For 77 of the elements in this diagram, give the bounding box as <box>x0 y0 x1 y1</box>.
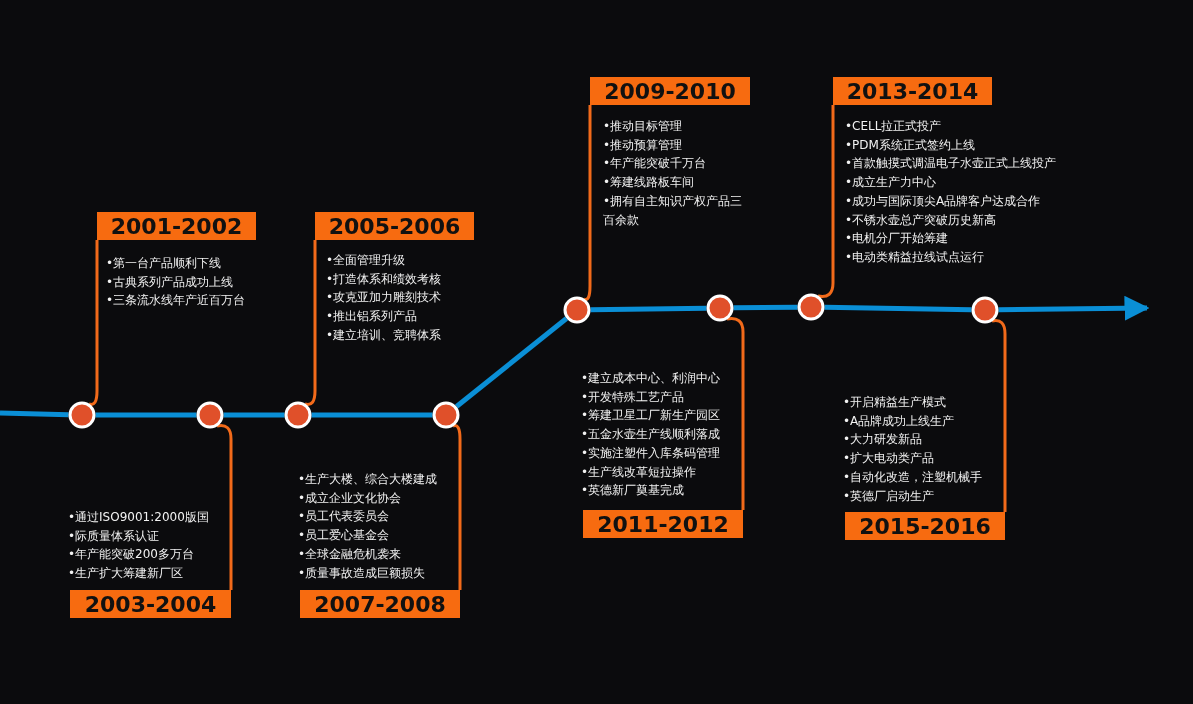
leader-line <box>991 319 1007 512</box>
bullet-item: •生产线改革短拉操作 <box>581 463 698 481</box>
bullet-item: •年产能突破200多万台 <box>68 546 195 564</box>
bullet-item: •首款触摸式调温电子水壶正式上线投产 <box>845 155 1057 173</box>
bullet-item: •英德新厂奠基完成 <box>581 482 686 500</box>
year-label: 2007-2008 <box>300 590 460 618</box>
bullet-item: •打造体系和绩效考核 <box>326 270 442 288</box>
bullet-item: •推出铝系列产品 <box>326 308 419 326</box>
leader-line <box>216 424 233 590</box>
milestone-dot <box>284 401 312 429</box>
bullet-item: •A品牌成功上线生产 <box>843 412 956 430</box>
milestone-dot <box>563 296 591 324</box>
bullet-item: •成功与国际顶尖A品牌客户达成合作 <box>845 192 1042 210</box>
bullet-item: •攻克亚加力雕刻技术 <box>326 289 442 307</box>
milestone-dot <box>797 293 825 321</box>
bullet-item: •五金水壶生产线顺利落成 <box>581 426 721 444</box>
leader-line <box>88 240 99 406</box>
bullet-item: •CELL拉正式投产 <box>845 118 943 135</box>
bullet-item: •全球金融危机袭来 <box>298 545 403 563</box>
year-label: 2009-2010 <box>590 77 750 105</box>
leader-line <box>726 317 745 510</box>
timeline-segment <box>223 412 285 418</box>
bullet-item: •成立生产力中心 <box>845 174 938 192</box>
bullet-item: •开启精益生产模式 <box>843 394 948 411</box>
bullet-item: •筹建卫星工厂新生产园区 <box>581 407 721 425</box>
bullet-item: •三条流水线年产近百万台 <box>106 292 246 310</box>
bullet-item: •成立企业文化协会 <box>298 489 403 507</box>
milestone-dot <box>196 401 224 429</box>
bullet-item: •生产大楼、综合大楼建成 <box>298 471 438 488</box>
leader-line <box>583 105 592 301</box>
year-label: 2005-2006 <box>315 212 474 240</box>
timeline-segment <box>95 412 197 418</box>
timeline-segment <box>454 316 569 409</box>
bullet-item: •生产扩大筹建新厂区 <box>68 565 185 583</box>
bullet-item: •际质量体系认证 <box>68 527 161 545</box>
timeline-segment <box>824 304 972 313</box>
bullet-item: •实施注塑件入库条码管理 <box>581 444 721 462</box>
bullet-item: •员工爱心基金会 <box>298 527 391 545</box>
milestone-dot <box>68 401 96 429</box>
bullet-item: •大力研发新品 <box>843 431 924 449</box>
bullet-item: •全面管理升级 <box>326 252 407 269</box>
bullet-item: •建立成本中心、利润中心 <box>581 370 721 387</box>
milestone-dot <box>971 296 999 324</box>
bullet-item: •不锈水壶总产突破历史新高 <box>845 211 998 229</box>
milestone-dot <box>432 401 460 429</box>
bullet-item: •质量事故造成巨额损失 <box>298 564 427 582</box>
bullet-item: •古典系列产品成功上线 <box>106 273 235 291</box>
leader-line <box>304 240 317 406</box>
bullet-item: •筹建线路板车间 <box>603 174 696 192</box>
bullet-item: •年产能突破千万台 <box>603 155 708 173</box>
year-label: 2011-2012 <box>583 510 743 538</box>
year-label: 2015-2016 <box>845 512 1005 540</box>
leader-line <box>817 105 835 298</box>
bullet-item: •电动类精益拉线试点运行 <box>845 248 986 266</box>
bullet-item: •第一台产品顺利下线 <box>106 255 223 272</box>
timeline-segment <box>733 304 798 311</box>
bullet-item: •英德厂启动生产 <box>843 487 936 505</box>
bullet-item: •建立培训、竞聘体系 <box>326 326 442 344</box>
timeline-arrow <box>998 295 1150 321</box>
bullet-item: •通过ISO9001:2000版国 <box>68 509 209 526</box>
bullet-item: •开发特殊工艺产品 <box>581 388 686 406</box>
timeline-segment <box>0 410 69 418</box>
timeline-segment <box>311 412 433 418</box>
timeline-segment <box>590 305 707 313</box>
milestone-dot <box>706 294 734 322</box>
year-label: 2001-2002 <box>97 212 256 240</box>
bullet-item: •PDM系统正式签约上线 <box>845 136 976 154</box>
bullet-item: •推动预算管理 <box>603 136 684 154</box>
year-label: 2013-2014 <box>833 77 992 105</box>
year-label: 2003-2004 <box>70 590 231 618</box>
bullet-item: •扩大电动类产品 <box>843 450 936 468</box>
bullet-item: •电机分厂开始筹建 <box>845 230 950 248</box>
bullet-item: •员工代表委员会 <box>298 508 391 526</box>
bullet-item: •拥有自主知识产权产品三百余款 <box>603 192 744 229</box>
bullet-item: •自动化改造，注塑机械手 <box>843 468 983 486</box>
bullet-item: •推动目标管理 <box>603 118 684 135</box>
leader-line <box>452 424 462 590</box>
